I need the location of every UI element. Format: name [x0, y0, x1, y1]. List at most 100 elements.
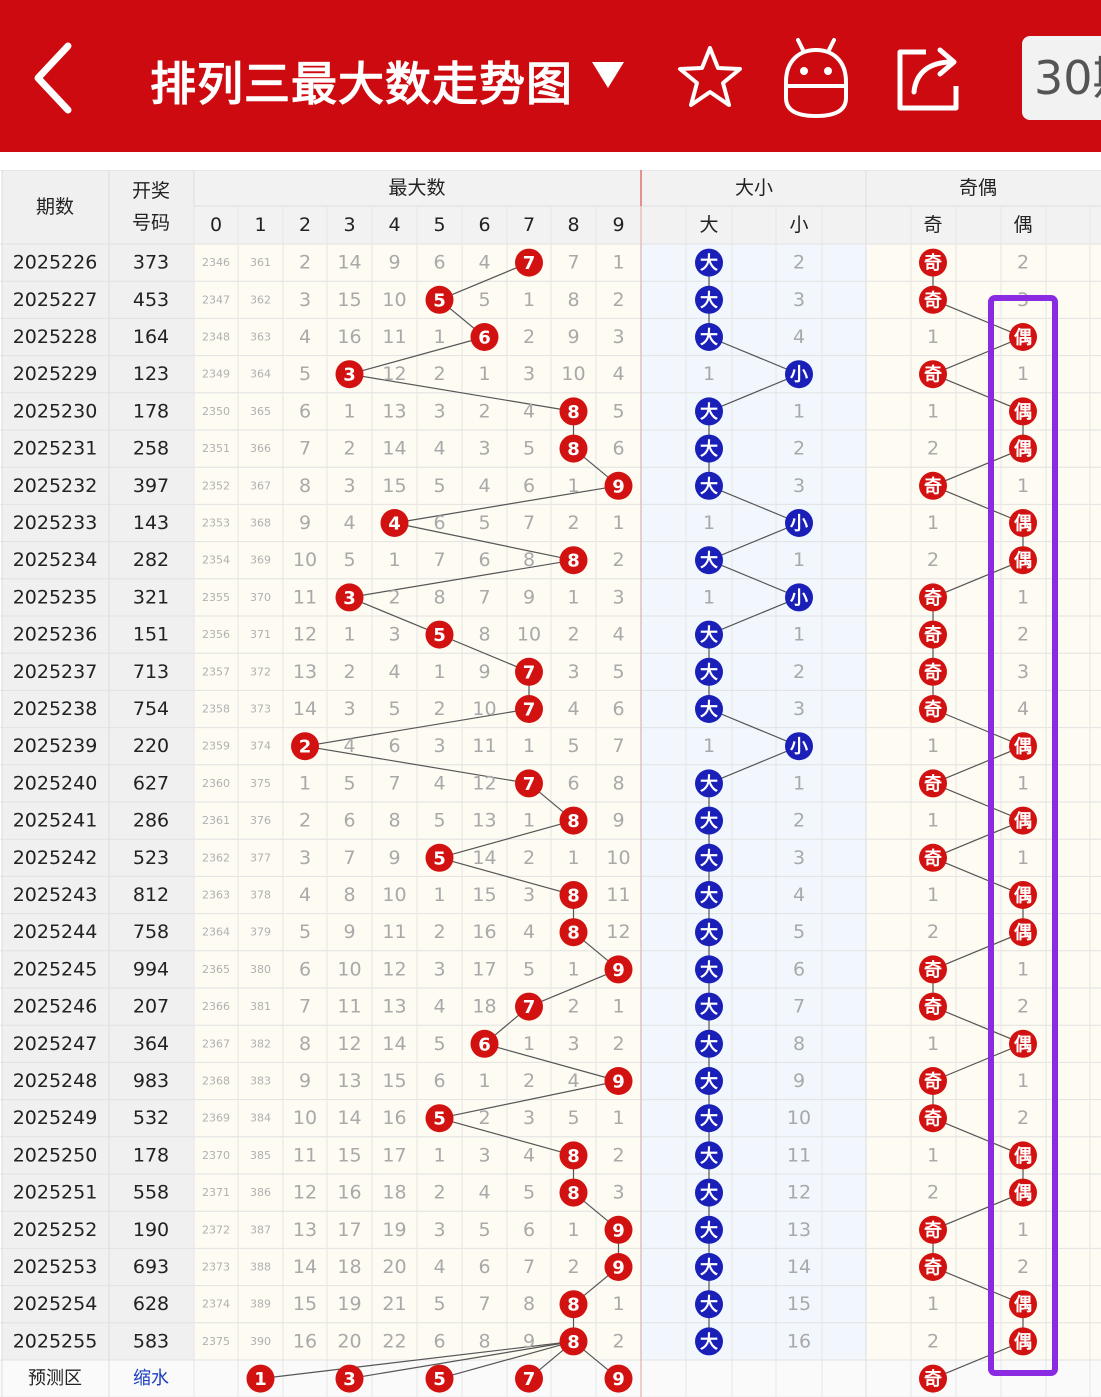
omission-value: 18: [337, 1256, 361, 1278]
max-number-ball-label: 8: [567, 1295, 580, 1316]
issue-number: 2025230: [13, 400, 98, 422]
share-icon[interactable]: [892, 42, 968, 114]
back-arrow-icon[interactable]: [26, 40, 86, 116]
omission-value: 5: [567, 1107, 579, 1129]
issue-number: 2025241: [13, 810, 98, 832]
size-big-ball: [695, 1215, 723, 1244]
omission-value: 2368: [202, 1075, 230, 1088]
omission-value: 8: [567, 289, 579, 311]
omission-value: 9: [478, 661, 490, 683]
omission-value: 4: [343, 735, 355, 757]
caret-down-icon[interactable]: [590, 60, 626, 90]
omission-value: 1: [388, 549, 400, 571]
omission-value: 2353: [202, 517, 230, 530]
size-small-omission: 6: [793, 958, 805, 980]
draw-number: 207: [133, 996, 169, 1018]
draw-number: 758: [133, 921, 169, 943]
omission-value: 5: [433, 1293, 445, 1315]
digit-column-header: 3: [343, 214, 355, 236]
size-big-ball: [695, 769, 723, 798]
parity-odd-omission: 2: [927, 921, 939, 943]
shrink-link[interactable]: 缩水: [133, 1368, 169, 1389]
issue-number: 2025255: [13, 1330, 98, 1352]
parity-even-header: 偶: [1013, 214, 1032, 236]
issue-number: 2025250: [13, 1144, 98, 1166]
size-big-ball: [695, 1141, 723, 1170]
omission-value: 1: [433, 661, 445, 683]
draw-number: 693: [133, 1256, 169, 1278]
omission-value: 1: [612, 252, 624, 274]
size-big-ball-label: 大: [700, 885, 718, 907]
omission-value: 384: [250, 1112, 271, 1125]
size-trend-line: [708, 336, 800, 375]
max-number-ball-label: 7: [523, 662, 536, 683]
omission-value: 2: [523, 326, 535, 348]
omission-value: 3: [612, 586, 624, 608]
omission-value: 3: [478, 1144, 490, 1166]
period-select-button[interactable]: 30期: [1022, 36, 1101, 120]
max-trend-line: [439, 857, 574, 896]
size-big-ball: [695, 434, 723, 463]
draw-number: 258: [133, 438, 169, 460]
parity-even-omission: 1: [1017, 958, 1029, 980]
omission-value: 381: [250, 1000, 271, 1013]
omission-value: 15: [293, 1293, 317, 1315]
omission-value: 6: [433, 1070, 445, 1092]
omission-value: 6: [523, 475, 535, 497]
omission-value: 371: [250, 628, 271, 641]
omission-value: 2364: [202, 926, 230, 939]
size-small-ball: [785, 509, 813, 537]
page-title[interactable]: 排列三最大数走势图: [150, 57, 573, 111]
size-big-ball: [695, 1178, 723, 1207]
draw-number: 151: [133, 624, 169, 646]
omission-value: 2: [567, 512, 579, 534]
omission-value: 372: [250, 665, 271, 678]
size-small-omission: 1: [793, 772, 805, 794]
issue-number: 2025236: [13, 624, 98, 646]
omission-value: 11: [382, 326, 406, 348]
omission-value: 7: [433, 549, 445, 571]
draw-number: 397: [133, 475, 169, 497]
omission-value: 6: [567, 772, 579, 794]
draw-number: 713: [133, 661, 169, 683]
omission-value: 4: [343, 512, 355, 534]
digit-column-header: 2: [299, 214, 311, 236]
parity-even-ball-label: 偶: [1014, 1294, 1032, 1316]
omission-value: 4: [299, 884, 311, 906]
draw-number: 364: [133, 1033, 169, 1055]
max-number-ball-label: 6: [478, 328, 491, 349]
prediction-label: 预测区: [28, 1368, 82, 1389]
omission-value: 2: [343, 661, 355, 683]
issue-number: 2025233: [13, 512, 98, 534]
draw-number: 754: [133, 698, 169, 720]
star-icon[interactable]: [676, 44, 744, 110]
omission-value: 2: [478, 1107, 490, 1129]
omission-value: 2349: [202, 368, 230, 381]
size-small-omission: 1: [793, 549, 805, 571]
omission-value: 5: [478, 1219, 490, 1241]
draw-number: 627: [133, 772, 169, 794]
parity-odd-omission: 1: [927, 1144, 939, 1166]
omission-value: 3: [567, 1033, 579, 1055]
issue-number: 2025234: [13, 549, 98, 571]
max-trend-line: [304, 708, 530, 747]
max-number-ball-label: 7: [523, 700, 536, 721]
omission-value: 11: [293, 1144, 317, 1166]
omission-value: 15: [382, 1070, 406, 1092]
max-number-ball: [559, 881, 588, 909]
prediction-ball: [246, 1364, 275, 1393]
omission-value: 377: [250, 851, 271, 864]
omission-value: 1: [523, 810, 535, 832]
max-number-ball-label: 2: [299, 737, 312, 758]
omission-value: 368: [250, 517, 271, 530]
omission-value: 10: [293, 549, 317, 571]
digit-column-header: 4: [388, 214, 400, 236]
omission-value: 2365: [202, 963, 230, 976]
robot-icon[interactable]: [780, 36, 852, 120]
size-big-ball-label: 大: [700, 922, 718, 944]
omission-value: 2: [612, 1033, 624, 1055]
size-big-ball-label: 大: [700, 550, 718, 572]
max-number-ball-label: 5: [433, 625, 446, 646]
omission-value: 5: [523, 1182, 535, 1204]
prediction-ball-label: 7: [523, 1369, 536, 1390]
